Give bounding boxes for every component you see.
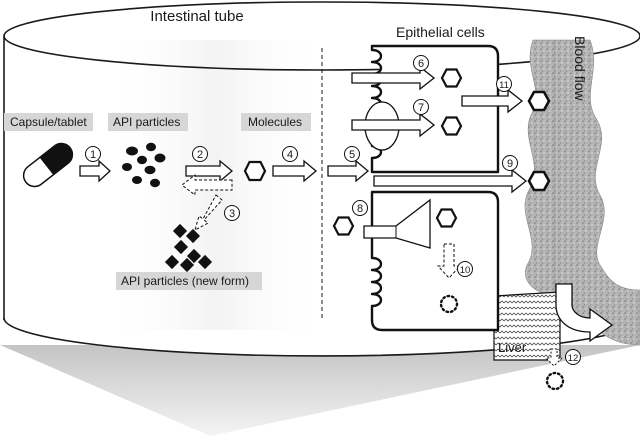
arrow-7 xyxy=(351,112,436,138)
svg-text:9: 9 xyxy=(507,158,513,170)
epithelial-cell-bottom xyxy=(370,190,500,332)
arrow-8 xyxy=(363,198,431,249)
arrow-10 xyxy=(436,243,462,279)
blood-flow-label: Blood flow xyxy=(572,36,588,101)
svg-text:6: 6 xyxy=(418,58,424,70)
molecule-hexagon-icon xyxy=(332,216,355,236)
api-particles-icon xyxy=(122,142,166,188)
svg-text:11: 11 xyxy=(499,80,509,91)
api-particles-label: API particles xyxy=(113,115,180,129)
step-badge-1: 1 xyxy=(85,146,101,162)
arrow-9 xyxy=(373,168,528,194)
molecule-hexagon-icon xyxy=(527,90,551,112)
tube-shadow-cone xyxy=(0,345,640,436)
molecules-label: Molecules xyxy=(248,115,302,129)
step-badge-8: 8 xyxy=(352,200,368,216)
svg-text:12: 12 xyxy=(568,353,579,364)
arrow-2-reverse xyxy=(181,173,233,197)
diagram-title: Intestinal tube xyxy=(150,8,243,25)
epithelial-label: Epithelial cells xyxy=(396,24,485,40)
step-badge-5: 5 xyxy=(344,146,360,162)
arrow-3 xyxy=(194,194,223,232)
metabolite-icon xyxy=(439,294,459,314)
arrow-12 xyxy=(544,348,564,367)
molecule-hexagon-icon xyxy=(440,68,463,88)
svg-text:3: 3 xyxy=(229,208,235,220)
step-badge-2: 2 xyxy=(192,146,208,162)
svg-text:8: 8 xyxy=(357,203,363,215)
blood-to-liver-arrow xyxy=(555,283,614,343)
molecule-hexagon-icon xyxy=(440,116,463,136)
arrow-4 xyxy=(272,159,318,183)
step-badge-12: 12 xyxy=(565,349,581,365)
step-badge-4: 4 xyxy=(282,146,298,162)
molecules-label-box xyxy=(241,113,311,131)
capsule-icon xyxy=(22,142,74,188)
molecule-hexagon-icon xyxy=(435,208,458,228)
molecule-hexagon-icon xyxy=(243,160,267,182)
step-badge-11: 11 xyxy=(496,76,512,92)
svg-text:7: 7 xyxy=(418,102,424,114)
svg-text:1: 1 xyxy=(90,149,96,161)
step-badge-7: 7 xyxy=(413,99,429,115)
arrow-2 xyxy=(185,159,234,183)
svg-text:4: 4 xyxy=(287,149,293,161)
capsule-label: Capsule/tablet xyxy=(10,115,87,129)
metabolite-icon xyxy=(545,371,565,391)
step-badge-6: 6 xyxy=(413,55,429,71)
molecule-hexagon-icon xyxy=(527,170,551,192)
svg-text:10: 10 xyxy=(460,265,471,276)
svg-text:5: 5 xyxy=(349,149,355,161)
step-badge-9: 9 xyxy=(502,155,518,171)
new-form-label: API particles (new form) xyxy=(121,274,249,288)
step-badge-10: 10 xyxy=(457,261,473,277)
arrow-1 xyxy=(79,159,111,183)
api-particles-label-box xyxy=(108,113,188,131)
svg-text:2: 2 xyxy=(197,149,203,161)
arrow-6 xyxy=(351,65,436,91)
arrow-11 xyxy=(461,88,524,114)
new-form-label-box xyxy=(116,272,262,290)
step-badge-3: 3 xyxy=(224,205,240,221)
liver-label: Liver xyxy=(498,340,527,355)
tube-bottom-edge xyxy=(3,317,640,357)
arrow-5 xyxy=(327,159,370,183)
capsule-label-box xyxy=(4,113,93,131)
